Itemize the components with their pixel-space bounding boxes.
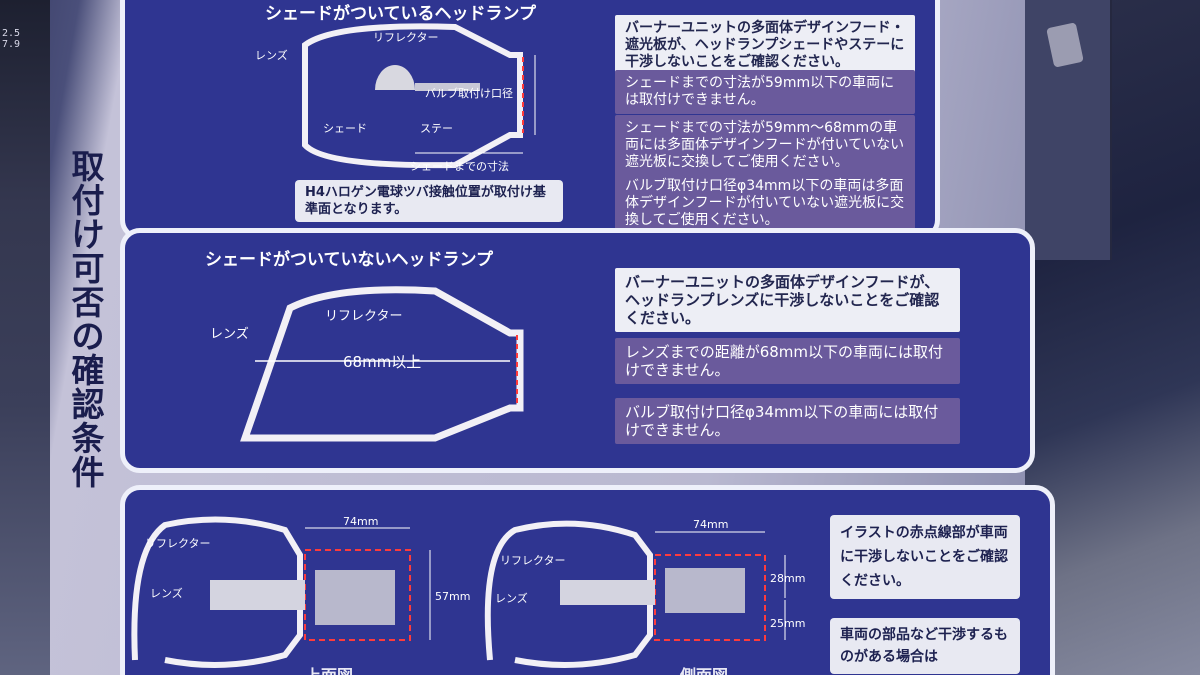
label-74-b: 74mm bbox=[693, 518, 729, 531]
panel-dimensions: リフレクター レンズ 74mm 57mm リフレクター レンズ 74mm 28m… bbox=[120, 485, 1055, 675]
side-view-housing bbox=[484, 520, 653, 668]
headlamp-shade-diagram bbox=[302, 23, 536, 169]
label-74-a: 74mm bbox=[343, 515, 379, 528]
label-bulb-hole: バルブ取付け口径 bbox=[425, 87, 513, 100]
left-background-object: 2.5 7.9 bbox=[0, 0, 50, 675]
label-to-shade: シェードまでの寸法 bbox=[410, 160, 509, 173]
label-lens: レンズ bbox=[255, 49, 288, 62]
left-numbers: 2.5 7.9 bbox=[2, 28, 20, 50]
label-distance: 68mm以上 bbox=[343, 353, 422, 371]
info-box-5: バーナーユニットの多面体デザインフードが、ヘッドランプレンズに干渉しないことをご… bbox=[615, 268, 960, 332]
label-lens-2: レンズ bbox=[210, 327, 249, 342]
info-box-9: 車両の部品など干渉するものがある場合は bbox=[830, 618, 1020, 674]
housing-outline bbox=[302, 23, 523, 169]
side-view-bulb bbox=[560, 580, 655, 605]
label-lens-a: レンズ bbox=[150, 587, 183, 600]
section1-heading: シェードがついているヘッドランプ bbox=[265, 4, 536, 24]
housing-outline-2 bbox=[240, 286, 524, 442]
label-shade: シェード bbox=[323, 122, 367, 135]
side-title: 取付け可否の確認条件 bbox=[71, 147, 105, 492]
side-view-clearance bbox=[654, 554, 766, 641]
label-57: 57mm bbox=[435, 590, 471, 603]
label-reflector-b: リフレクター bbox=[500, 554, 566, 567]
side-view-base bbox=[665, 568, 745, 613]
label-stay: ステー bbox=[420, 122, 453, 135]
h4-reference-note: H4ハロゲン電球ツバ接触位置が取付け基準面となります。 bbox=[295, 180, 563, 222]
left-number-2: 7.9 bbox=[2, 39, 21, 50]
headlamp-noshade-diagram bbox=[240, 286, 524, 442]
info-box-1: バーナーユニットの多面体デザインフード・遮光板が、ヘッドランプシェードやステーに… bbox=[615, 15, 915, 76]
panel-with-shade: シェードがついているヘッドランプ レンズ リフレクター バルブ取付け口径 シェー… bbox=[120, 0, 940, 240]
info-box-7: バルブ取付け口径φ34mm以下の車両には取付けできません。 bbox=[615, 398, 960, 444]
label-top-view: 上面図 bbox=[305, 662, 353, 675]
label-28: 28mm bbox=[770, 572, 806, 585]
info-box-4: バルブ取付け口径φ34mm以下の車両は多面体デザインフードが付いていない遮光板に… bbox=[615, 173, 915, 234]
label-reflector: リフレクター bbox=[373, 31, 439, 44]
panel-without-shade: シェードがついていないヘッドランプ レンズ リフレクター 68mm以上 バーナー… bbox=[120, 228, 1035, 473]
stay-bar bbox=[415, 83, 480, 91]
info-box-6: レンズまでの距離が68mm以下の車両には取付けできません。 bbox=[615, 338, 960, 384]
top-view-housing bbox=[131, 516, 303, 668]
label-reflector-a: リフレクター bbox=[145, 537, 211, 550]
label-side-view: 側面図 bbox=[680, 662, 728, 675]
top-view-bulb bbox=[210, 580, 305, 610]
top-view-base bbox=[315, 570, 395, 625]
shade-dome bbox=[375, 65, 415, 90]
label-25: 25mm bbox=[770, 617, 806, 630]
info-box-8: イラストの赤点線部が車両に干渉しないことをご確認ください。 bbox=[830, 515, 1020, 599]
label-reflector-2: リフレクター bbox=[325, 309, 403, 324]
info-box-3: シェードまでの寸法が59mm～68mmの車両には多面体デザインフードが付いていな… bbox=[615, 115, 915, 176]
section2-heading: シェードがついていないヘッドランプ bbox=[205, 250, 493, 270]
label-lens-b: レンズ bbox=[495, 592, 528, 605]
dimension-diagrams bbox=[131, 516, 786, 668]
info-box-2: シェードまでの寸法が59mm以下の車両には取付けできません。 bbox=[615, 70, 915, 114]
left-number-1: 2.5 bbox=[2, 28, 21, 39]
